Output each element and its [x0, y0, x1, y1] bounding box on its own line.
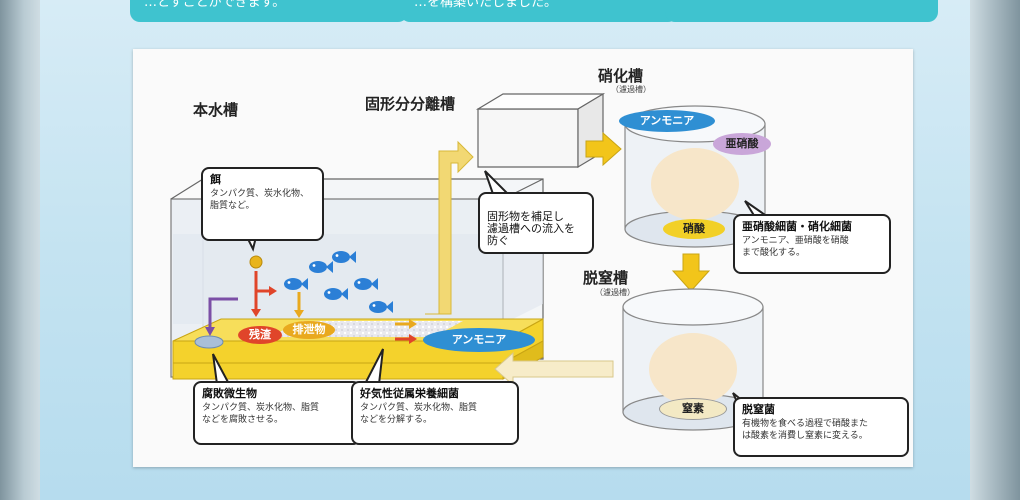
top-card-2: …を構築いたしました。 [400, 0, 678, 22]
denitrifying-callout: 脱窒菌 有機物を食べる過程で硝酸また は酸素を消費し窒素に変える。 [733, 397, 909, 457]
decomposer-disc [194, 335, 224, 349]
nitrification-sublabel: （濾過槽） [611, 85, 651, 94]
display-board-frame-right [970, 0, 1020, 500]
nitrification-label: 硝化槽 [598, 67, 644, 85]
decomposer-callout-body: タンパク質、炭水化物、脂質 などを腐敗させる。 [202, 403, 320, 425]
excrement-pill: 排泄物 [283, 321, 335, 339]
top-card-1: …とすことができます。 [130, 0, 408, 22]
diagram-panel: 本水槽 固形分分離槽 硝化槽 （濾過槽） 脱窒槽 （濾過槽） 残渣 排泄物 アン… [133, 49, 913, 467]
denitrifying-callout-body: 有機物を食べる過程で硝酸また は酸素を消費し窒素に変える。 [742, 419, 869, 441]
decomposer-callout: 腐敗微生物 タンパク質、炭水化物、脂質 などを腐敗させる。 [193, 381, 361, 445]
ammonia-arrows [395, 319, 417, 344]
residue-pill: 残渣 [238, 326, 282, 344]
decomposition-arrow [205, 297, 238, 336]
nitrifying-callout-title: 亜硝酸細菌・硝化細菌 [742, 220, 852, 233]
denitrification-sublabel: （濾過槽） [595, 288, 635, 297]
display-board-frame-left [0, 0, 40, 500]
aerobic-callout-title: 好気性従属栄養細菌 [360, 387, 459, 400]
flow-arrow-return [494, 351, 614, 387]
fish-icon [324, 288, 348, 300]
nitrate-pill: 硝酸 [663, 219, 725, 239]
aerobic-callout: 好気性従属栄養細菌 タンパク質、炭水化物、脂質 などを分解する。 [351, 381, 519, 445]
flow-arrow-to-denitrification [671, 253, 711, 292]
flow-arrow-up-to-separator [425, 140, 474, 315]
fish-group [284, 251, 393, 313]
fish-icon [369, 301, 393, 313]
main-tank-label: 本水槽 [193, 101, 239, 119]
decomposer-callout-title: 腐敗微生物 [202, 387, 257, 400]
solids-callout: 固形物を補足し 濾過槽への流入を 防ぐ [478, 192, 594, 254]
fish-icon [309, 261, 333, 273]
fish-icon [332, 251, 356, 263]
top-card-3 [665, 0, 938, 22]
feed-callout-body: タンパク質、炭水化物、 脂質など。 [210, 189, 310, 211]
residue-arrow [251, 271, 277, 317]
fish-icon [354, 278, 378, 290]
feed-pellet [249, 255, 263, 269]
denitrifying-callout-title: 脱窒菌 [742, 403, 775, 416]
excrement-arrow [294, 292, 304, 318]
aerobic-callout-body: タンパク質、炭水化物、脂質 などを分解する。 [360, 403, 478, 425]
denitrification-label: 脱窒槽 [583, 269, 629, 287]
feed-callout: 餌 タンパク質、炭水化物、 脂質など。 [201, 167, 324, 241]
separator-label: 固形分分離槽 [365, 95, 456, 113]
fish-icon [284, 278, 308, 290]
nitrifying-callout: 亜硝酸細菌・硝化細菌 アンモニア、亜硝酸を硝酸 まで酸化する。 [733, 214, 891, 274]
nitrifying-callout-body: アンモニア、亜硝酸を硝酸 まで酸化する。 [742, 236, 849, 258]
ammonia-pill-nitrification: アンモニア [619, 110, 715, 132]
feed-callout-title: 餌 [210, 173, 221, 186]
ammonia-pill-main: アンモニア [423, 328, 535, 352]
nitrite-pill: 亜硝酸 [713, 133, 771, 155]
denitrification-tank [622, 288, 764, 431]
nitrogen-pill: 窒素 [659, 398, 727, 420]
flow-arrow-to-nitrification [585, 131, 622, 167]
separator-cube [475, 92, 606, 169]
solids-callout-text: 固形物を補足し 濾過槽への流入を 防ぐ [487, 210, 575, 247]
